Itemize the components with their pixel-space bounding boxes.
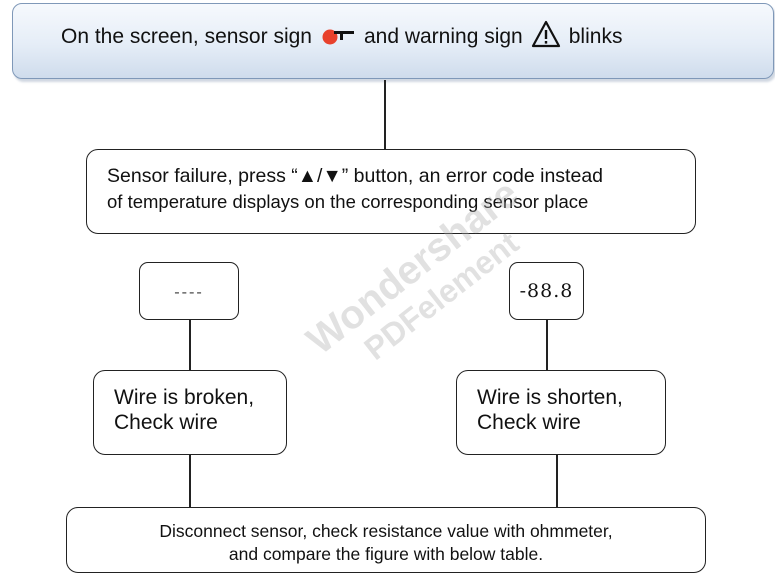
sensor-failure-text: Sensor failure, press “▲/▼” button, an e… (107, 164, 603, 214)
sensor-icon (320, 22, 356, 52)
top-instruction-box: On the screen, sensor sign and warning s… (12, 3, 774, 79)
wire-short-line2: Check wire (477, 411, 581, 434)
wire-broken-box: Wire is broken, Check wire (93, 370, 287, 455)
connector-line (384, 80, 386, 149)
display-value-short: -88.8 (519, 280, 574, 302)
top-text-part3: blinks (568, 25, 623, 48)
connector-line (189, 320, 191, 370)
disconnect-sensor-text: Disconnect sensor, check resistance valu… (67, 520, 705, 566)
top-text-part2: and warning sign (363, 25, 523, 48)
sensor-failure-line2: of temperature displays on the correspon… (107, 191, 589, 212)
sensor-failure-box: Sensor failure, press “▲/▼” button, an e… (86, 149, 696, 234)
top-text-part1: On the screen, sensor sign (61, 25, 312, 48)
wire-short-box: Wire is shorten, Check wire (456, 370, 666, 455)
disconnect-sensor-box: Disconnect sensor, check resistance valu… (66, 507, 706, 573)
connector-line (189, 455, 191, 507)
connector-line (546, 320, 548, 370)
display-box-broken: ---- (139, 262, 239, 320)
sensor-failure-line1: Sensor failure, press “▲/▼” button, an e… (107, 165, 604, 187)
wire-broken-line1: Wire is broken, (114, 386, 255, 409)
wire-broken-text: Wire is broken, Check wire (114, 385, 254, 435)
connector-line (556, 455, 558, 507)
wire-broken-line2: Check wire (114, 411, 218, 434)
wire-short-text: Wire is shorten, Check wire (477, 385, 623, 435)
top-instruction-text: On the screen, sensor sign and warning s… (61, 20, 622, 54)
disconnect-line1: Disconnect sensor, check resistance valu… (159, 521, 613, 541)
display-value-broken: ---- (174, 282, 204, 301)
disconnect-line2: and compare the figure with below table. (228, 544, 544, 564)
wire-short-line1: Wire is shorten, (477, 386, 623, 409)
warning-triangle-icon (531, 20, 561, 54)
display-box-short: -88.8 (509, 262, 584, 320)
